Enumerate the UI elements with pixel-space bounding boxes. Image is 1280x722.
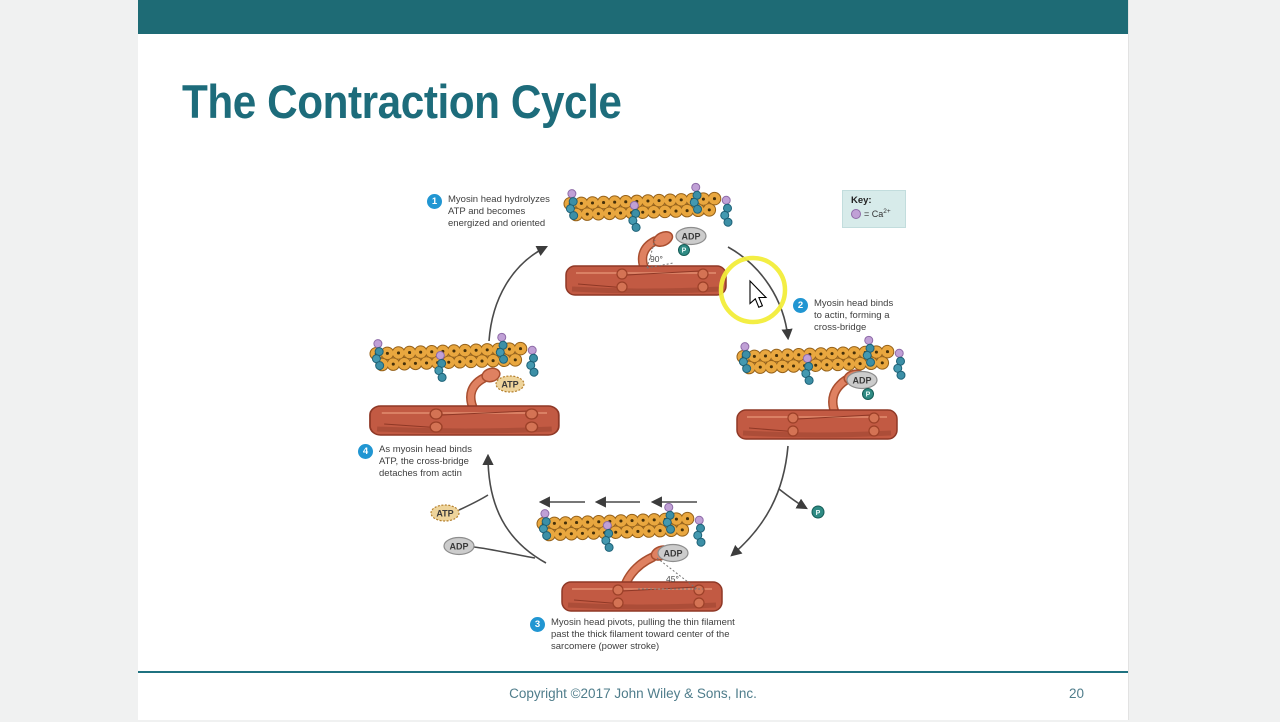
slide-footer: Copyright ©2017 John Wiley & Sons, Inc. … <box>138 671 1128 722</box>
step-2-line-2: to actin, forming a <box>814 310 890 321</box>
step-2-text: Myosin head binds to actin, forming a cr… <box>814 298 893 334</box>
step-4-text: As myosin head binds ATP, the cross-brid… <box>379 444 472 480</box>
step-2-line-3: cross-bridge <box>814 322 867 333</box>
step-4-line-1: As myosin head binds <box>379 444 472 455</box>
step-3-text: Myosin head pivots, pulling the thin fil… <box>551 617 735 653</box>
thin-filament-step4 <box>372 332 539 384</box>
adp-label-step1: ADP <box>681 232 700 242</box>
key-box: Key: = Ca2+ <box>842 190 906 228</box>
step-3-line-3: sarcomere (power stroke) <box>551 641 660 652</box>
adp-label-step3: ADP <box>663 549 682 559</box>
illustration-step4: ATP <box>370 332 559 435</box>
key-calcium-base: = Ca <box>864 209 884 219</box>
key-heading: Key: <box>851 195 872 206</box>
angle-45-label: 45° <box>666 574 679 584</box>
step-1-text: Myosin head hydrolyzes ATP and becomes e… <box>448 194 550 230</box>
illustration-step1: 90° ADP P <box>566 182 733 295</box>
arrow-step1-to-step2 <box>727 246 793 341</box>
step-3-line-2: past the thick filament toward center of… <box>551 629 730 640</box>
arrow-adp-out <box>473 546 536 559</box>
step-1-badge: 1 <box>427 194 442 209</box>
step-4-line-2: ATP, the cross-bridge <box>379 456 469 467</box>
arrow-step4-to-step1 <box>488 245 549 342</box>
thick-filament-step4 <box>370 406 559 435</box>
adp-label-exchange: ADP <box>449 542 468 552</box>
step-4-line-3: detaches from actin <box>379 468 462 479</box>
thick-filament-step2 <box>737 410 897 439</box>
step-2-callout: 2 Myosin head binds to actin, forming a … <box>793 298 893 334</box>
copyright-text: Copyright ©2017 John Wiley & Sons, Inc. <box>509 686 757 701</box>
calcium-dot-icon <box>851 208 861 219</box>
step-1-line-3: energized and oriented <box>448 218 546 229</box>
myosin-head-step4 <box>481 367 501 383</box>
phosphate-ball-step2 <box>862 388 874 400</box>
page-number: 20 <box>1068 686 1084 701</box>
atp-oval-exchange <box>430 504 460 522</box>
phosphate-label-released: P <box>816 510 821 517</box>
atp-oval-step4 <box>495 375 525 393</box>
adp-oval-step3 <box>657 543 689 563</box>
step-3-callout: 3 Myosin head pivots, pulling the thin f… <box>530 617 735 653</box>
step-4-badge: 4 <box>358 444 373 459</box>
atp-label-exchange: ATP <box>436 509 453 519</box>
arrow-atp-in <box>458 494 489 511</box>
thick-filament-step3 <box>562 582 722 611</box>
thick-filament-step1 <box>566 266 726 295</box>
step-1-line-2: ATP and becomes <box>448 206 526 217</box>
adp-oval-step2 <box>846 370 878 390</box>
adp-oval-exchange <box>443 536 475 556</box>
step-2-line-1: Myosin head binds <box>814 298 894 309</box>
thin-filament-step2 <box>739 335 906 387</box>
highlight-circle <box>718 255 788 325</box>
left-letterbox <box>0 0 139 720</box>
arrow-step3-to-step4 <box>482 453 547 564</box>
key-entry-calcium: = Ca2+ <box>851 208 905 219</box>
phosphate-label-step2: P <box>866 392 871 399</box>
arrow-step2-to-step3 <box>730 445 789 557</box>
adp-oval-step1 <box>675 226 707 246</box>
nucleotide-exchange: ATP ADP <box>430 504 475 556</box>
key-calcium-superscript: 2+ <box>883 208 891 215</box>
mouse-cursor <box>749 279 768 309</box>
slide-top-bar <box>138 0 1128 34</box>
step-4-callout: 4 As myosin head binds ATP, the cross-br… <box>358 444 472 480</box>
cycle-arrows <box>458 245 808 564</box>
angle-90-label: 90° <box>650 254 663 264</box>
key-calcium-label: = Ca2+ <box>864 208 891 219</box>
illustration-step3: 45° ADP <box>539 502 722 611</box>
adp-label-step2: ADP <box>852 376 871 386</box>
arrow-phosphate-release <box>778 488 808 510</box>
phosphate-ball-step1 <box>678 244 690 256</box>
step-1-callout: 1 Myosin head hydrolyzes ATP and becomes… <box>427 194 550 230</box>
step-2-badge: 2 <box>793 298 808 313</box>
step-1-line-1: Myosin head hydrolyzes <box>448 194 550 205</box>
right-letterbox <box>1128 0 1280 720</box>
illustration-step2: ADP P <box>737 335 905 439</box>
step-3-line-1: Myosin head pivots, pulling the thin fil… <box>551 617 735 628</box>
atp-label-step4: ATP <box>501 380 518 390</box>
phosphate-label-step1: P <box>682 248 687 255</box>
step-3-badge: 3 <box>530 617 545 632</box>
released-phosphate: P <box>811 505 825 519</box>
thin-filament-step1 <box>566 182 733 234</box>
slide-title: The Contraction Cycle <box>182 75 622 128</box>
